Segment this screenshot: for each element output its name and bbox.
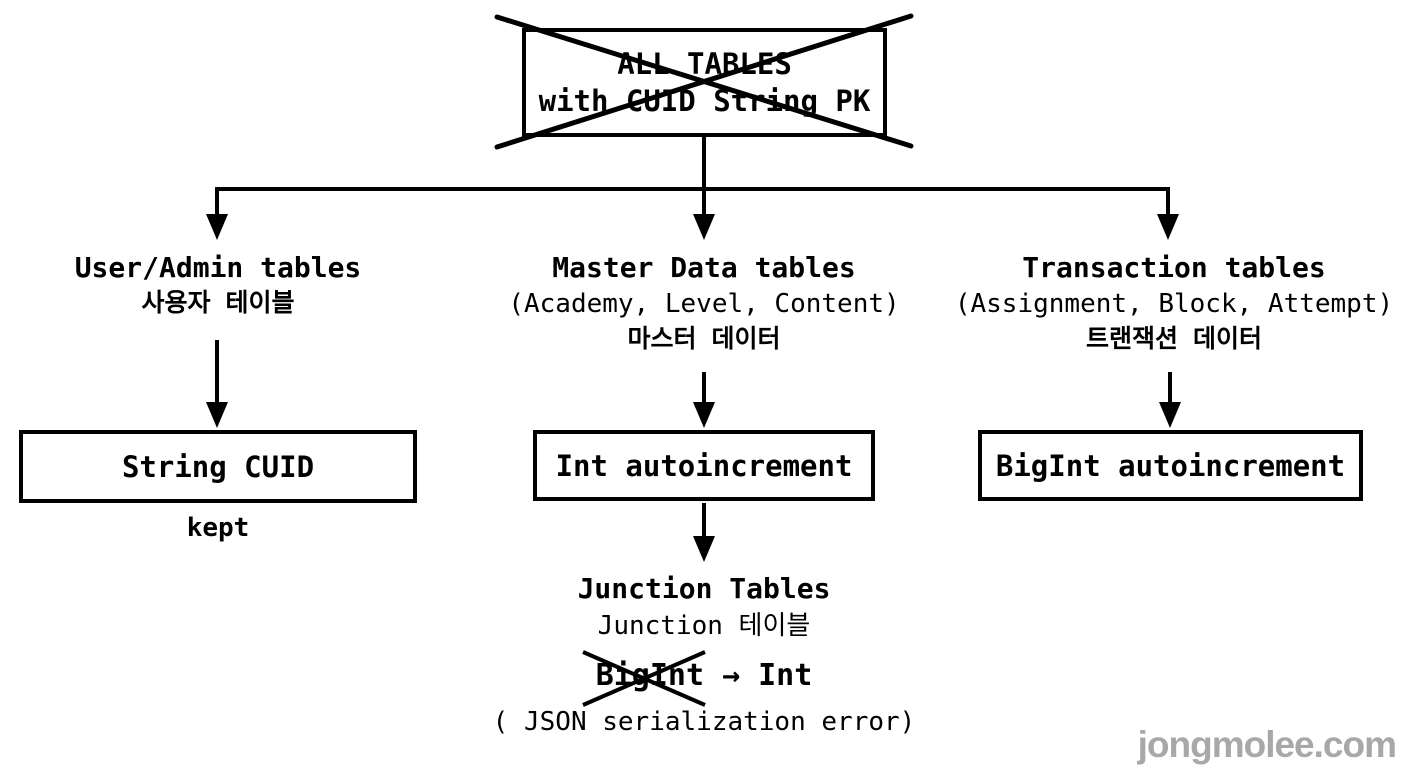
- arrow-right-label-to-box: [1159, 372, 1181, 428]
- junction-change-from: BigInt: [595, 658, 705, 693]
- root-node-line2: with CUID String PK: [538, 83, 871, 118]
- junction-title: Junction Tables: [577, 572, 831, 605]
- right-arrow-icon: →: [722, 658, 741, 693]
- result-box-label: String CUID: [121, 449, 315, 484]
- branch-title: Master Data tables: [552, 251, 856, 284]
- branch-user-admin: User/Admin tables 사용자 테이블: [20, 250, 416, 320]
- kept-note: kept: [186, 513, 250, 543]
- arrow-box-to-junction: [693, 503, 715, 562]
- branch-transaction: Transaction tables (Assignment, Block, A…: [950, 250, 1398, 356]
- junction-reason: ( JSON serialization error): [492, 707, 916, 737]
- branch-title: User/Admin tables: [74, 251, 362, 284]
- split-connector: [206, 137, 1179, 240]
- arrow-mid-label-to-box: [693, 372, 715, 428]
- junction-change-to: Int: [758, 658, 813, 693]
- branch-subtitle: (Assignment, Block, Attempt): [954, 289, 1394, 319]
- branch-korean: 마스터 데이터: [627, 324, 781, 353]
- branch-master-data: Master Data tables (Academy, Level, Cont…: [490, 250, 918, 356]
- root-node-all-tables: ALL TABLES with CUID String PK: [522, 28, 887, 137]
- result-box-bigint-autoincrement: BigInt autoincrement: [978, 430, 1363, 501]
- watermark: jongmolee.com: [1137, 724, 1397, 765]
- junction-transition: BigInt → Int: [404, 656, 1004, 696]
- junction-korean: Junction 테이블: [597, 611, 811, 641]
- result-box-int-autoincrement: Int autoincrement: [533, 430, 875, 501]
- result-box-string-cuid: String CUID: [19, 430, 417, 503]
- branch-title: Transaction tables: [1022, 251, 1326, 284]
- result-box-label: Int autoincrement: [555, 448, 853, 483]
- junction-tables-block: Junction Tables Junction 테이블 BigInt → In…: [404, 570, 1004, 740]
- result-box-label: BigInt autoincrement: [995, 448, 1346, 483]
- arrowhead-right-branch: [1157, 214, 1179, 240]
- arrowhead-center-branch: [693, 214, 715, 240]
- branch-korean: 트랜잭션 데이터: [1085, 324, 1263, 353]
- arrowhead-left-branch: [206, 214, 228, 240]
- branch-korean: 사용자 테이블: [141, 288, 295, 317]
- arrow-left-label-to-box: [206, 340, 228, 428]
- root-node-line1: ALL TABLES: [617, 46, 792, 81]
- branch-subtitle: (Academy, Level, Content): [508, 289, 900, 319]
